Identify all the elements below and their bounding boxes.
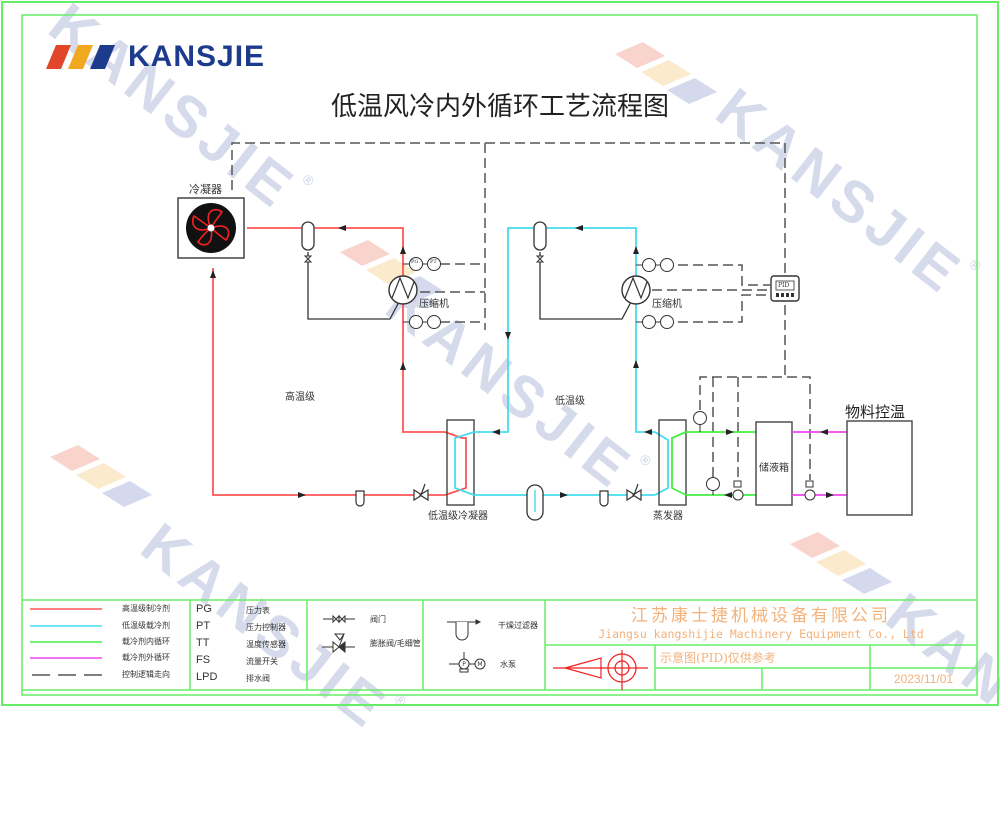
abbr-meaning: 温度传感器 (246, 640, 286, 649)
expansion-valve-icon (626, 483, 642, 502)
receiver-high (301, 221, 315, 251)
process-label: 物料控温 (845, 403, 906, 421)
logo-text: KANSJIE (128, 40, 266, 73)
abbr-code: TT (196, 637, 210, 649)
logo-icon (46, 45, 115, 69)
suction-line-high (307, 252, 401, 320)
valve-icon (535, 255, 545, 263)
water-pump-icon (804, 480, 816, 501)
diagram-canvas: PM (1, 1, 999, 706)
suction-line-low (539, 252, 633, 320)
abbr-code: FS (196, 654, 211, 666)
legend-line-label: 控制逻辑走向 (122, 670, 170, 679)
projection-symbol-icon (553, 650, 648, 690)
temperature-sensors (693, 411, 720, 495)
flow-arrows-loops (724, 429, 834, 498)
flow-arrows-high (210, 225, 406, 498)
compressor-high (388, 275, 418, 305)
filter-drier-icon (599, 490, 609, 507)
abbr-code: PG (196, 603, 212, 615)
abbr-meaning: 压力控制器 (246, 623, 286, 632)
pressure-controller-icon (427, 315, 441, 329)
pressure-gauge-icon (409, 257, 423, 271)
compressor-label-high: 压缩机 (419, 299, 449, 310)
compressor-label-low: 压缩机 (652, 299, 682, 310)
company-name-en: Jiangsu kangshijie Machinery Equipment C… (598, 627, 924, 641)
flow-arrows-low (492, 225, 652, 498)
gauge-label-pg: PG (411, 259, 419, 265)
legend-line-label: 载冷剂外循环 (122, 653, 170, 662)
low-stage-label: 低温级 (555, 396, 585, 407)
pressure-gauge-icon (409, 315, 423, 329)
filter-drier-icon (355, 490, 365, 507)
symbol-label: 膨胀阀/毛细管 (370, 639, 421, 648)
valve-icon (323, 614, 355, 624)
drawing-date: 2023/11/01 (893, 672, 954, 686)
high-temp-refrigerant-lines (212, 227, 467, 496)
gauge-cluster-low (636, 258, 674, 329)
abbr-code: PT (196, 620, 211, 632)
pid-note: 示意图(PID)仅供参考 (660, 651, 776, 665)
high-stage-label: 高温级 (285, 392, 315, 403)
condenser (177, 197, 245, 259)
legend-line-samples (30, 608, 104, 676)
abbr-meaning: 流量开关 (246, 657, 278, 666)
process-box (846, 420, 913, 516)
water-pump-icon (732, 480, 744, 501)
expansion-valve-icon (322, 633, 355, 654)
filter-drier-icon (447, 619, 482, 641)
storage-tank (755, 421, 793, 506)
receiver-low (533, 221, 547, 251)
abbr-meaning: 压力表 (246, 606, 270, 615)
symbol-label: 干燥过滤器 (498, 621, 538, 630)
company-name-cn: 江苏康士捷机械设备有限公司 (631, 606, 891, 626)
svg-text:P: P (462, 661, 466, 668)
svg-text:M: M (477, 661, 482, 668)
abbr-code: LPD (196, 671, 218, 683)
cascade-condenser (446, 419, 475, 506)
abbr-meaning: 排水阀 (246, 674, 270, 683)
inner-frame (21, 14, 978, 696)
pid-controller (770, 275, 800, 302)
symbol-label: 水泵 (500, 660, 516, 669)
inner-loop-lines (671, 431, 756, 496)
legend-line-label: 载冷剂内循环 (122, 637, 170, 646)
symbol-label: 阀门 (370, 615, 386, 624)
page-title: 低温风冷内外循环工艺流程图 (330, 92, 669, 122)
gauge-cluster-high (403, 257, 441, 329)
pid-label: PID (778, 282, 790, 289)
legend-line-label: 高温级制冷剂 (122, 604, 170, 613)
water-pump-icon (449, 652, 486, 673)
pressure-controller-icon (427, 257, 441, 271)
evaporator-label: 蒸发器 (653, 511, 683, 522)
cascade-condenser-label: 低温级冷凝器 (428, 511, 488, 522)
evaporator (658, 419, 687, 506)
control-lines (231, 142, 811, 484)
legend-grid (22, 599, 977, 691)
legend-line-label: 低温级载冷剂 (122, 621, 170, 630)
compressor-low (621, 275, 651, 305)
outer-loop-lines (792, 431, 847, 496)
valve-icon (303, 255, 313, 263)
condenser-label: 冷凝器 (189, 183, 222, 196)
outer-frame (1, 1, 999, 706)
tank-label: 储液箱 (759, 463, 789, 474)
expansion-valve-icon (413, 483, 429, 502)
gauge-label-pt: PT (430, 259, 437, 265)
